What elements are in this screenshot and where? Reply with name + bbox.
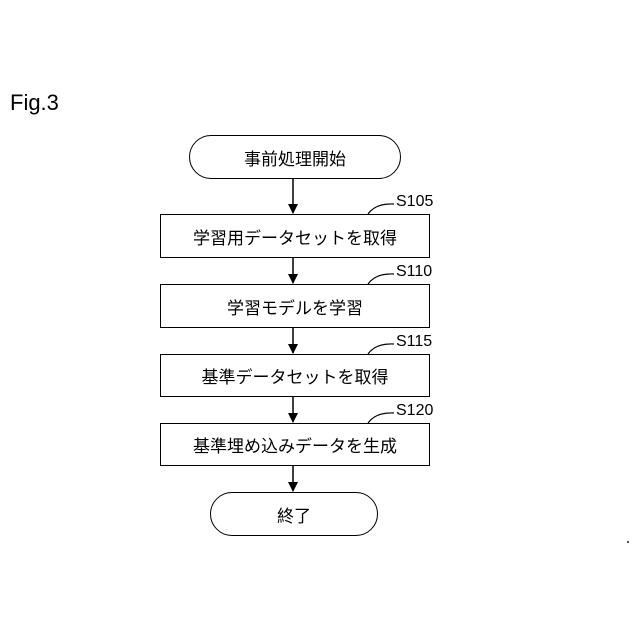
leader-s110 xyxy=(368,274,394,284)
step-id-s120: S120 xyxy=(396,403,433,419)
process-step-s115-text: 基準データセットを取得 xyxy=(202,363,389,388)
process-step-s110: 学習モデルを学習 xyxy=(160,284,430,328)
start-terminal: 事前処理開始 xyxy=(189,135,401,179)
process-step-s110-text: 学習モデルを学習 xyxy=(227,294,363,319)
step-id-s115: S115 xyxy=(396,334,432,350)
stray-mark xyxy=(627,541,629,543)
start-terminal-text: 事前処理開始 xyxy=(244,145,346,170)
step-id-s110: S110 xyxy=(396,264,432,280)
leader-s115 xyxy=(368,344,394,354)
end-terminal-text: 終了 xyxy=(277,502,311,527)
process-step-s115: 基準データセットを取得 xyxy=(160,354,430,397)
process-step-s105: 学習用データセットを取得 xyxy=(160,214,430,258)
process-step-s120: 基準埋め込みデータを生成 xyxy=(160,423,430,466)
process-step-s120-text: 基準埋め込みデータを生成 xyxy=(193,432,397,457)
process-step-s105-text: 学習用データセットを取得 xyxy=(193,224,397,249)
leader-s120 xyxy=(368,413,394,423)
end-terminal: 終了 xyxy=(210,492,378,536)
leader-s105 xyxy=(368,204,394,214)
step-id-s105: S105 xyxy=(396,194,433,210)
